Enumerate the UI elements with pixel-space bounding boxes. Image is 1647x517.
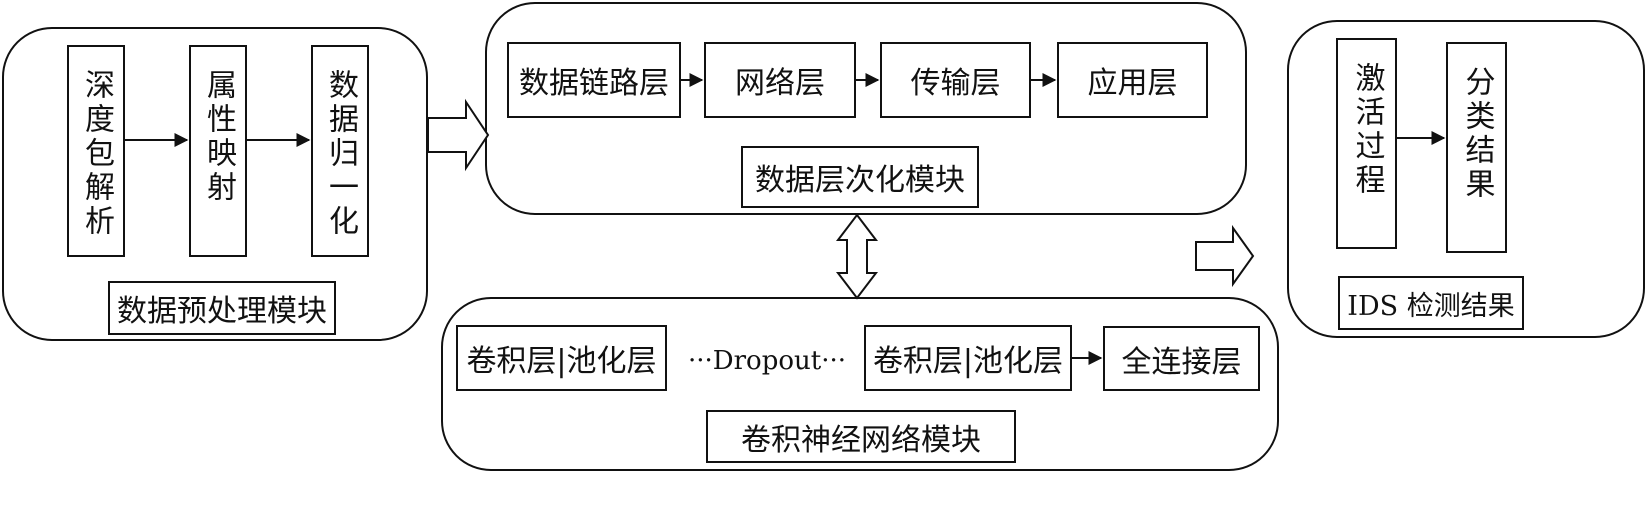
layer-transport: 传输层 xyxy=(880,42,1031,118)
step-classification-result-label: 分类结果 xyxy=(1459,66,1495,202)
step-deep-packet-parse: 深度包解析 xyxy=(67,45,125,257)
preprocess-title: 数据预处理模块 xyxy=(108,281,336,335)
block-arrow-right-2 xyxy=(1195,224,1255,288)
cnn-conv-pool-1: 卷积层|池化层 xyxy=(456,325,667,391)
step-deep-packet-parse-label: 深度包解析 xyxy=(79,69,114,239)
cnn-conv-pool-2: 卷积层|池化层 xyxy=(864,325,1072,391)
hierarchy-title: 数据层次化模块 xyxy=(741,146,979,208)
cnn-title: 卷积神经网络模块 xyxy=(706,410,1016,463)
result-title-label: IDS 检测结果 xyxy=(1347,290,1515,322)
step-data-normalization-label: 数据归一化 xyxy=(323,69,358,239)
layer-application: 应用层 xyxy=(1057,42,1208,118)
step-attribute-mapping: 属性映射 xyxy=(189,45,247,257)
step-classification-result: 分类结果 xyxy=(1446,42,1507,253)
cnn-fully-connected: 全连接层 xyxy=(1103,326,1260,391)
block-arrow-right-1 xyxy=(427,98,490,172)
cnn-dropout-label: ···Dropout··· xyxy=(687,346,846,376)
layer-network: 网络层 xyxy=(704,42,856,118)
result-title: IDS 检测结果 xyxy=(1338,276,1524,330)
layer-data-link: 数据链路层 xyxy=(507,42,681,118)
step-activation-label: 激活过程 xyxy=(1349,62,1385,198)
step-activation: 激活过程 xyxy=(1336,38,1397,249)
step-data-normalization: 数据归一化 xyxy=(311,45,369,257)
step-attribute-mapping-label: 属性映射 xyxy=(201,69,236,205)
block-arrow-bidirectional xyxy=(835,213,879,300)
